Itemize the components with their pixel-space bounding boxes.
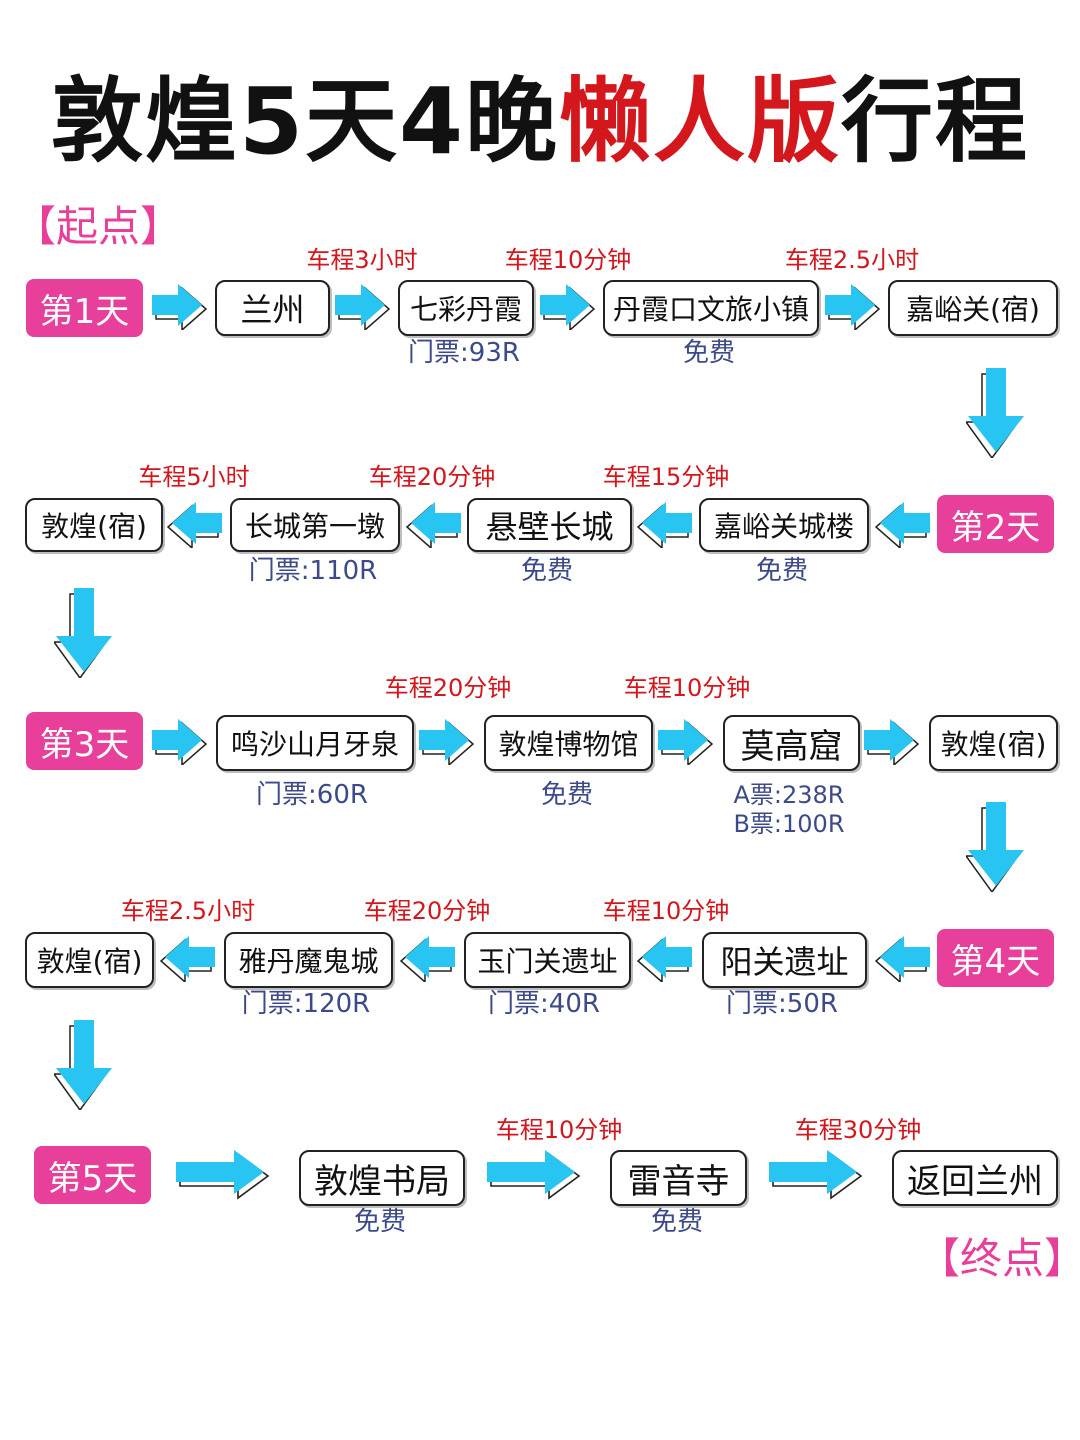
- day-2-badge: 第2天: [937, 495, 1054, 553]
- travel-time: 车程20分钟: [368, 463, 496, 491]
- ticket-price: 门票:40R: [488, 989, 600, 1019]
- stop-dunhuang-museum: 敦煌博物馆: [484, 715, 653, 771]
- travel-time: 车程10分钟: [602, 897, 730, 925]
- day-1-badge: 第1天: [26, 279, 143, 337]
- arrow-down-icon: [966, 802, 1025, 892]
- stop-lanzhou: 兰州: [215, 280, 330, 336]
- travel-time: 车程20分钟: [384, 674, 512, 702]
- arrow-left-icon: [637, 501, 692, 548]
- stop-return-lanzhou: 返回兰州: [892, 1150, 1058, 1206]
- day-3-badge: 第3天: [26, 712, 143, 770]
- stop-dunhuang-stay: 敦煌(宿): [25, 498, 163, 552]
- arrow-right-icon: [864, 718, 919, 765]
- ticket-price: 门票:120R: [241, 989, 371, 1019]
- travel-time: 车程2.5小时: [784, 246, 920, 274]
- travel-time: 车程5小时: [138, 463, 250, 491]
- arrow-right-icon: [825, 283, 880, 330]
- stop-yangguan: 阳关遗址: [702, 932, 867, 988]
- title-highlight: 懒人版: [559, 68, 842, 175]
- arrow-left-icon: [637, 935, 692, 982]
- stop-jiayuguan-stay: 嘉峪关(宿): [888, 280, 1058, 336]
- stop-dunhuang-stay: 敦煌(宿): [929, 715, 1058, 771]
- stop-yumenguan: 玉门关遗址: [464, 932, 631, 988]
- travel-time: 车程10分钟: [495, 1116, 623, 1144]
- arrow-right-icon: [487, 1150, 581, 1200]
- travel-time: 车程15分钟: [602, 463, 730, 491]
- stop-first-beacon: 长城第一墩: [230, 498, 400, 552]
- arrow-right-icon: [152, 283, 207, 330]
- travel-time: 车程30分钟: [794, 1116, 922, 1144]
- ticket-price: 门票:60R: [256, 780, 368, 810]
- ticket-price: 门票:93R: [408, 338, 520, 368]
- stop-leiyin-temple: 雷音寺: [610, 1150, 747, 1206]
- travel-time: 车程10分钟: [504, 246, 632, 274]
- arrow-right-icon: [769, 1150, 863, 1200]
- travel-time: 车程3小时: [306, 246, 418, 274]
- day-4-badge: 第4天: [937, 929, 1054, 987]
- ticket-price: 免费: [650, 1207, 703, 1237]
- page-title: 敦煌5天4晚懒人版行程: [0, 62, 1080, 182]
- arrow-down-icon: [54, 588, 113, 678]
- arrow-left-icon: [875, 935, 930, 982]
- arrow-down-icon: [54, 1020, 113, 1110]
- arrow-left-icon: [875, 501, 930, 548]
- travel-time: 车程2.5小时: [120, 897, 256, 925]
- title-part-1: 敦煌5天4晚: [50, 68, 559, 175]
- arrow-right-icon: [335, 283, 390, 330]
- arrow-right-icon: [176, 1150, 270, 1200]
- ticket-price-a: A票:238R: [733, 781, 845, 809]
- day-5-badge: 第5天: [34, 1146, 151, 1204]
- stop-jiayuguan-tower: 嘉峪关城楼: [699, 498, 869, 552]
- stop-mogao-caves: 莫高窟: [723, 715, 860, 771]
- ticket-price: 门票:110R: [248, 556, 378, 586]
- travel-time: 车程10分钟: [623, 674, 751, 702]
- arrow-left-icon: [160, 935, 215, 982]
- end-marker: 【终点】: [918, 1234, 1080, 1283]
- ticket-price: 免费: [540, 780, 593, 810]
- arrow-left-icon: [400, 935, 455, 982]
- ticket-price: 免费: [353, 1207, 406, 1237]
- stop-yadan-ghost-city: 雅丹魔鬼城: [224, 932, 393, 988]
- arrow-right-icon: [152, 718, 207, 765]
- ticket-price: 门票:50R: [726, 989, 838, 1019]
- arrow-left-icon: [406, 501, 461, 548]
- stop-dunhuang-bookstore: 敦煌书局: [299, 1150, 465, 1206]
- arrow-down-icon: [966, 368, 1025, 458]
- ticket-price-b: B票:100R: [733, 810, 845, 838]
- stop-danxiakou-town: 丹霞口文旅小镇: [603, 280, 819, 336]
- stop-mingsha-crescent: 鸣沙山月牙泉: [216, 715, 414, 771]
- travel-time: 车程20分钟: [363, 897, 491, 925]
- title-part-3: 行程: [841, 68, 1030, 175]
- arrow-left-icon: [167, 501, 222, 548]
- arrow-right-icon: [658, 718, 713, 765]
- arrow-right-icon: [419, 718, 474, 765]
- ticket-price: 免费: [755, 556, 808, 586]
- arrow-right-icon: [540, 283, 595, 330]
- ticket-price: 免费: [520, 556, 573, 586]
- ticket-price: 免费: [682, 338, 735, 368]
- stop-qicai-danxia: 七彩丹霞: [398, 280, 534, 336]
- start-marker: 【起点】: [14, 202, 183, 251]
- stop-xuanbi-greatwall: 悬壁长城: [467, 498, 632, 552]
- stop-dunhuang-stay: 敦煌(宿): [25, 932, 154, 988]
